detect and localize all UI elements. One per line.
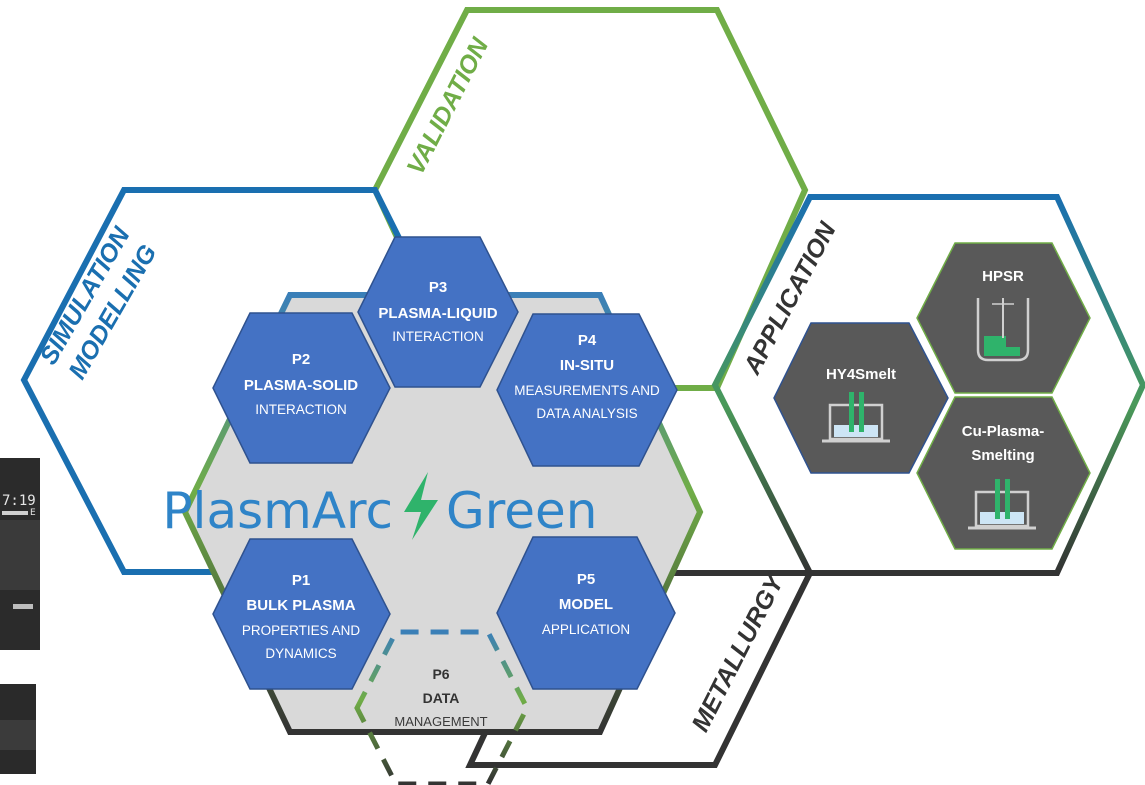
app-title-2: Smelting [971,447,1034,464]
photo-bar [2,511,28,515]
project-id: P3 [429,279,447,296]
project-subtitle-2: DATA ANALYSIS [536,406,637,421]
project-title: PLASMA-SOLID [244,377,358,394]
photo-clock-text: 7:19 [2,493,36,509]
app-title: Cu-Plasma- [962,423,1045,440]
furnace-icon [822,392,890,443]
project-subtitle-2: DYNAMICS [265,646,336,661]
project-id: P6 [432,666,449,682]
project-subtitle: PROPERTIES AND [242,623,361,638]
project-title: PLASMA-LIQUID [378,305,497,322]
project-p1: P1 BULK PLASMA PROPERTIES AND DYNAMICS [212,538,391,690]
plasmarc-green-logo: PlasmArc Green [162,472,597,540]
vessel-icon [976,298,1030,362]
logo-text-left: PlasmArc [162,482,393,540]
project-p5: P5 MODEL APPLICATION [496,536,676,690]
app-title: HY4Smelt [826,366,896,383]
project-subtitle: MEASUREMENTS AND [514,383,660,398]
project-hexagon [212,312,391,464]
app-title: HPSR [982,268,1024,285]
app-hpsr: HPSR [916,242,1091,394]
project-title: MODEL [559,596,613,613]
logo-text-right: Green [446,482,597,540]
project-subtitle: INTERACTION [255,402,347,417]
project-id: P2 [292,351,310,368]
app-cu-plasma-smelting: Cu-Plasma- Smelting [916,396,1091,550]
project-hexagon [212,538,391,690]
project-title: BULK PLASMA [246,597,355,614]
simulation-label: SIMULATION MODELLING [35,222,163,384]
project-title: IN-SITU [560,357,614,374]
lightning-bolt-icon [404,472,438,540]
project-id: P4 [578,332,597,349]
project-p6: P6 DATA MANAGEMENT [354,629,530,785]
project-title: DATA [423,690,460,706]
app-hy4smelt: HY4Smelt [773,322,949,474]
furnace-icon [968,479,1036,530]
photo-top-shade [0,520,40,590]
photo-bottom-shade [0,720,36,750]
project-id: P1 [292,572,310,589]
project-subtitle: INTERACTION [392,329,484,344]
project-subtitle: MANAGEMENT [394,714,487,729]
project-p3: P3 PLASMA-LIQUID INTERACTION [357,236,519,388]
photo-dash [13,604,33,609]
project-p4: P4 IN-SITU MEASUREMENTS AND DATA ANALYSI… [496,313,678,467]
project-subtitle: APPLICATION [542,622,630,637]
project-id: P5 [577,571,595,588]
project-hexagon [357,236,519,388]
project-p2: P2 PLASMA-SOLID INTERACTION [212,312,391,464]
project-hexagon [496,536,676,690]
project-hexagon [496,313,678,467]
app-hexagon [916,396,1091,550]
photo-marker-text: E [30,508,36,518]
left-photo-strip: 7:19 E [0,458,40,774]
